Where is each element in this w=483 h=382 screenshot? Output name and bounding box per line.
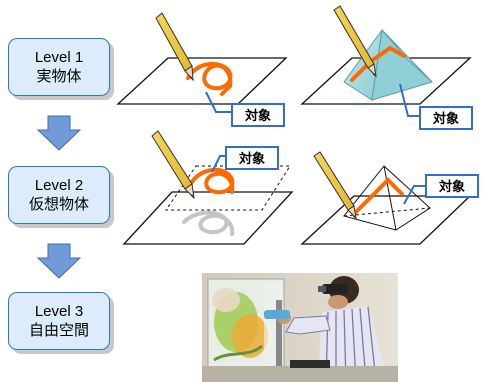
object-tag-label: 対象 <box>238 151 265 167</box>
object-tag-label: 対象 <box>244 108 271 124</box>
level-3-subtitle: 自由空間 <box>28 322 89 339</box>
object-tag <box>419 106 473 130</box>
level-1-box: Level 1 実物体 <box>8 38 110 96</box>
pen-icon <box>151 130 195 200</box>
level-2-subtitle: 仮想物体 <box>28 196 89 213</box>
level-2-box: Level 2 仮想物体 <box>8 166 110 224</box>
level1-pyramid-scene: 対象 <box>300 5 473 130</box>
level-1-title: Level 1 <box>34 49 84 66</box>
level1-drawing-plane-scene: 対象 <box>116 12 288 127</box>
level-1-subtitle: 実物体 <box>36 68 82 85</box>
level2-virtual-pyramid-scene: 対象 <box>300 151 479 245</box>
object-tag <box>425 174 479 198</box>
orange-stroke <box>186 61 233 96</box>
pen-icon <box>155 12 194 82</box>
orange-stroke <box>354 177 404 214</box>
leader-line <box>403 185 426 205</box>
level-3-box: Level 3 自由空間 <box>8 292 110 350</box>
object-tag <box>231 103 285 127</box>
level3-photo <box>202 273 398 382</box>
pen-icon <box>333 5 377 78</box>
object-tag-label: 対象 <box>432 111 459 127</box>
leader-line <box>399 83 420 117</box>
down-arrow-1 <box>36 115 82 151</box>
stylus-device-icon <box>264 310 290 319</box>
level2-virtual-drawing-scene: 対象 <box>122 130 294 245</box>
object-tag-label: 対象 <box>438 179 465 195</box>
orange-stroke <box>350 45 406 82</box>
level-3-title: Level 3 <box>34 303 84 320</box>
leader-line <box>205 91 232 113</box>
level-2-title: Level 2 <box>34 177 84 194</box>
pen-icon <box>313 151 357 220</box>
object-tag <box>225 146 279 170</box>
down-arrow-2 <box>36 243 82 279</box>
shadow-stroke <box>182 210 235 236</box>
orange-stroke <box>190 167 235 195</box>
